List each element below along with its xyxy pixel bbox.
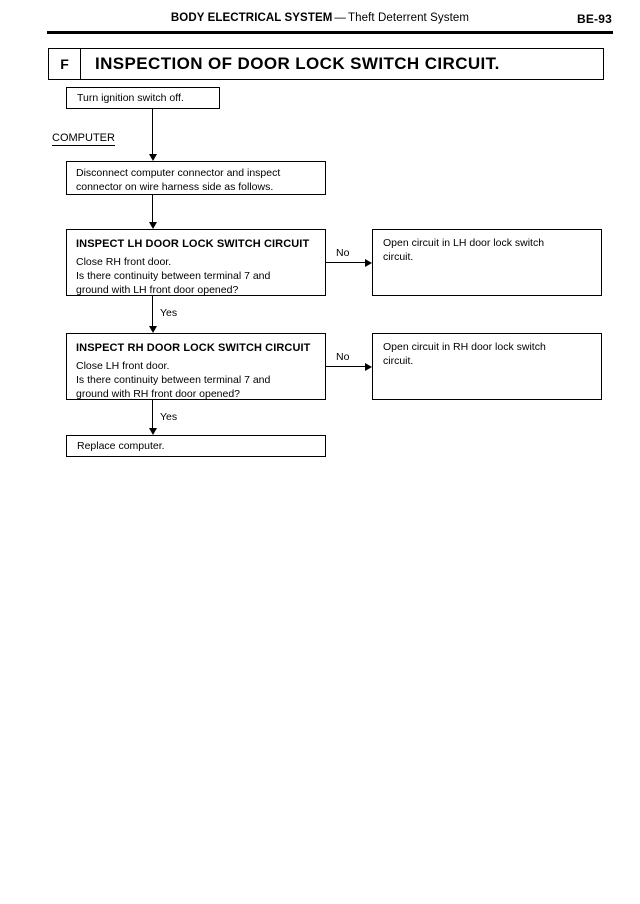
flow-box-text: Close LH front door. Is there continuity… xyxy=(76,360,271,400)
connector-inspect-rh-to-replace xyxy=(152,400,154,428)
section-letter: F xyxy=(49,49,81,79)
flow-box-text: Turn ignition switch off. xyxy=(77,92,184,104)
section-title-bar: F INSPECTION OF DOOR LOCK SWITCH CIRCUIT… xyxy=(48,48,604,80)
connector-inspect-lh-to-inspect-rh xyxy=(152,296,154,326)
header-subsystem-name: Theft Deterrent System xyxy=(348,12,470,24)
flow-box-disconnect-connector: Disconnect computer connector and inspec… xyxy=(66,161,326,195)
arrow-inspect-rh-to-open-rh xyxy=(365,362,372,371)
flow-box-open-circuit-rh: Open circuit in RH door lock switch circ… xyxy=(372,333,602,400)
section-title: INSPECTION OF DOOR LOCK SWITCH CIRCUIT. xyxy=(95,54,500,73)
page-number: BE-93 xyxy=(576,12,612,26)
edge-label-yes-rh: Yes xyxy=(160,411,178,423)
flow-box-inspect-rh-door-lock-switch-circuit: INSPECT RH DOOR LOCK SWITCH CIRCUIT Clos… xyxy=(66,333,326,400)
flow-box-inspect-lh-door-lock-switch-circuit: INSPECT LH DOOR LOCK SWITCH CIRCUIT Clos… xyxy=(66,229,326,296)
flow-box-replace-computer: Replace computer. xyxy=(66,435,326,457)
header-system-name: BODY ELECTRICAL SYSTEM xyxy=(170,12,333,24)
header-dash: — xyxy=(334,12,347,24)
page-header: BODY ELECTRICAL SYSTEM—Theft Deterrent S… xyxy=(0,12,640,36)
flow-box-text: Open circuit in LH door lock switch circ… xyxy=(383,237,545,263)
flow-box-text: Disconnect computer connector and inspec… xyxy=(76,167,281,193)
arrow-ignition-to-disconnect xyxy=(148,154,157,161)
connector-inspect-rh-to-open-rh xyxy=(326,366,365,368)
arrow-inspect-lh-to-open-lh xyxy=(365,258,372,267)
edge-label-no-lh: No xyxy=(336,247,350,259)
flow-box-text: Open circuit in RH door lock switch circ… xyxy=(383,341,546,367)
flow-group-label-computer: COMPUTER xyxy=(52,132,115,146)
flow-box-text: Close RH front door. Is there continuity… xyxy=(76,256,271,296)
flow-box-turn-ignition-off: Turn ignition switch off. xyxy=(66,87,220,109)
header-title: BODY ELECTRICAL SYSTEM—Theft Deterrent S… xyxy=(0,12,640,24)
arrow-disconnect-to-inspect-lh xyxy=(148,222,157,229)
edge-label-no-rh: No xyxy=(336,351,350,363)
flow-box-open-circuit-lh: Open circuit in LH door lock switch circ… xyxy=(372,229,602,296)
arrow-inspect-rh-to-replace xyxy=(148,428,157,435)
connector-disconnect-to-inspect-lh xyxy=(152,195,154,222)
flow-box-heading: INSPECT RH DOOR LOCK SWITCH CIRCUIT xyxy=(76,342,311,354)
flow-box-text: Replace computer. xyxy=(77,440,165,452)
arrow-inspect-lh-to-inspect-rh xyxy=(148,326,157,333)
connector-inspect-lh-to-open-lh xyxy=(326,262,365,264)
connector-ignition-to-disconnect xyxy=(152,109,154,154)
edge-label-yes-lh: Yes xyxy=(160,307,178,319)
header-rule xyxy=(47,31,613,34)
flow-box-heading: INSPECT LH DOOR LOCK SWITCH CIRCUIT xyxy=(76,238,310,250)
